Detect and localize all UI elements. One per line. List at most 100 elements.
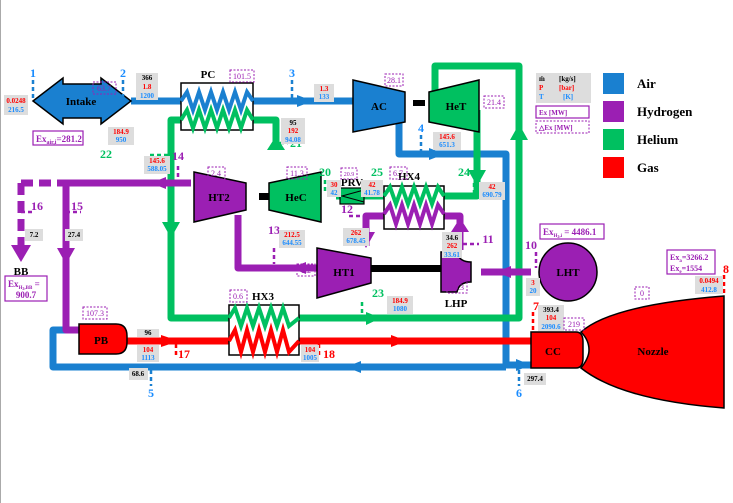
svg-text:ExH2,BB =: ExH2,BB = [8,279,40,291]
shaft [371,265,443,272]
combustion-chamber-cc[interactable]: CC [530,331,584,369]
svg-text:393.4: 393.4 [543,306,559,314]
arrow-icon [451,218,469,232]
legend-swatch-helium [603,129,624,150]
svg-text:42: 42 [489,183,497,191]
svg-text:104: 104 [546,314,557,322]
svg-text:33.61: 33.61 [444,251,460,259]
dex-pc: 101.5 [233,72,251,81]
pb-label: PB [94,335,109,347]
state-1-number: 1 [30,66,36,80]
dex-ac: 28.1 [387,76,401,85]
state-5-number: 5 [148,386,154,400]
svg-text:651.3: 651.3 [439,141,455,149]
dex-nozzle: 0 [640,289,644,298]
heat-exchanger-hx4[interactable]: HX4 [382,171,446,231]
svg-text:104: 104 [143,346,154,354]
legend-fluids: Air Hydrogen Helium Gas [603,73,693,178]
dex-lhp: 16.3 [450,283,464,292]
svg-text:96: 96 [145,329,153,337]
state-14-values: 145.6 588.05 [144,156,170,174]
svg-text:Exe=1554: Exe=1554 [670,264,702,275]
state-22-number: 22 [100,147,112,161]
heat-exchanger-hx3[interactable]: HX3 [227,291,301,360]
svg-text:95: 95 [290,119,298,127]
svg-text:104: 104 [305,346,316,354]
arrow-icon [510,124,528,140]
state-13-values: 212.5 644.55 [279,230,305,248]
exergy-nozzle: Exa=3266.2 Exe=1554 [666,249,716,275]
helium-turbine-het[interactable]: HeT [428,79,480,133]
precooler-pc[interactable]: PC [179,69,255,135]
state-2-number: 2 [120,66,126,80]
svg-text:1113: 1113 [141,354,155,362]
state-6-number: 6 [516,386,522,400]
shaft [259,193,273,200]
svg-text:950: 950 [116,136,127,144]
dex-het: 21.4 [487,98,501,107]
legend-swatch-hydrogen [603,101,624,122]
svg-text:690.79: 690.79 [482,191,502,199]
state-1-values: 0.0248 216.5 [4,95,28,115]
pressure-reducing-valve-prv[interactable]: PRV [339,177,365,205]
arrow-icon [429,148,445,160]
state-2-values: 366 1.8 1200 [136,73,158,100]
svg-text:678.45: 678.45 [346,237,366,245]
helium-compressor-hec[interactable]: HeC [268,171,322,223]
nozzle-label: Nozzle [637,346,668,358]
liquid-hydrogen-tank-lht[interactable]: LHT [538,242,598,302]
svg-text:1200: 1200 [140,92,155,100]
svg-text:184.9: 184.9 [392,297,408,305]
arrow-icon [291,262,306,274]
svg-text:1005: 1005 [303,354,318,362]
svg-text:297.4: 297.4 [527,375,543,383]
intake[interactable]: Intake [31,76,133,126]
svg-text:145.6: 145.6 [149,157,165,165]
air-compressor-ac[interactable]: AC [352,79,406,133]
shaft [413,100,425,106]
state-16-values: 7.2 [25,229,43,241]
bb-label: BB [14,266,29,278]
state-16-number: 16 [31,199,43,213]
svg-text:ExH2,i = 4486.1: ExH2,i = 4486.1 [543,227,597,239]
svg-text:192: 192 [288,127,299,135]
state-13-number: 13 [268,223,280,237]
state-20-number: 20 [319,165,331,179]
svg-text:27.4: 27.4 [68,231,81,239]
svg-text:212.5: 212.5 [284,231,300,239]
arrow-icon [162,222,180,238]
hx3-label: HX3 [252,291,275,303]
arrow-icon [297,95,313,107]
state-5-values: 68.6 [129,368,148,380]
arrow-icon [496,266,511,278]
nozzle[interactable]: Nozzle [579,295,725,409]
state-18-number: 18 [323,347,335,361]
svg-text:1080: 1080 [393,305,408,313]
exergy-h2-inlet: ExH2,i = 4486.1 [539,223,605,240]
svg-text:216.5: 216.5 [8,106,24,114]
state-20-values: 30 42 [327,180,341,197]
state-25-number: 25 [371,165,383,179]
svg-text:145.6: 145.6 [439,133,455,141]
arrow-icon [151,177,166,189]
svg-text:Exa=3266.2: Exa=3266.2 [670,253,708,264]
state-4-values: 145.6 651.3 [433,132,461,150]
state-22-values: 184.9 950 [108,127,134,145]
svg-text:900.7: 900.7 [16,290,37,300]
dex-cc: 219 [568,320,580,329]
state-14-number: 14 [172,149,184,163]
hydrogen-turbine-ht1[interactable]: HT1 [316,247,372,299]
state-15-values: 27.4 [65,229,83,241]
preburner-pb[interactable]: PB [78,323,128,355]
legend-units: ṁ [kg/s] P [bar] T [K] Ex [MW] △Ex [MW] [535,73,591,134]
dex-hx4: 6.7 [393,169,403,178]
state-6-values: 297.4 [524,373,546,385]
state-17-number: 17 [178,347,190,361]
state-24-number: 24 [458,165,470,179]
ht2-label: HT2 [208,192,230,204]
svg-text:ṁ: ṁ [539,75,545,83]
hydrogen-turbine-ht2[interactable]: HT2 [193,171,247,223]
state-23-values: 184.9 1080 [387,296,413,314]
svg-text:42: 42 [331,189,339,197]
